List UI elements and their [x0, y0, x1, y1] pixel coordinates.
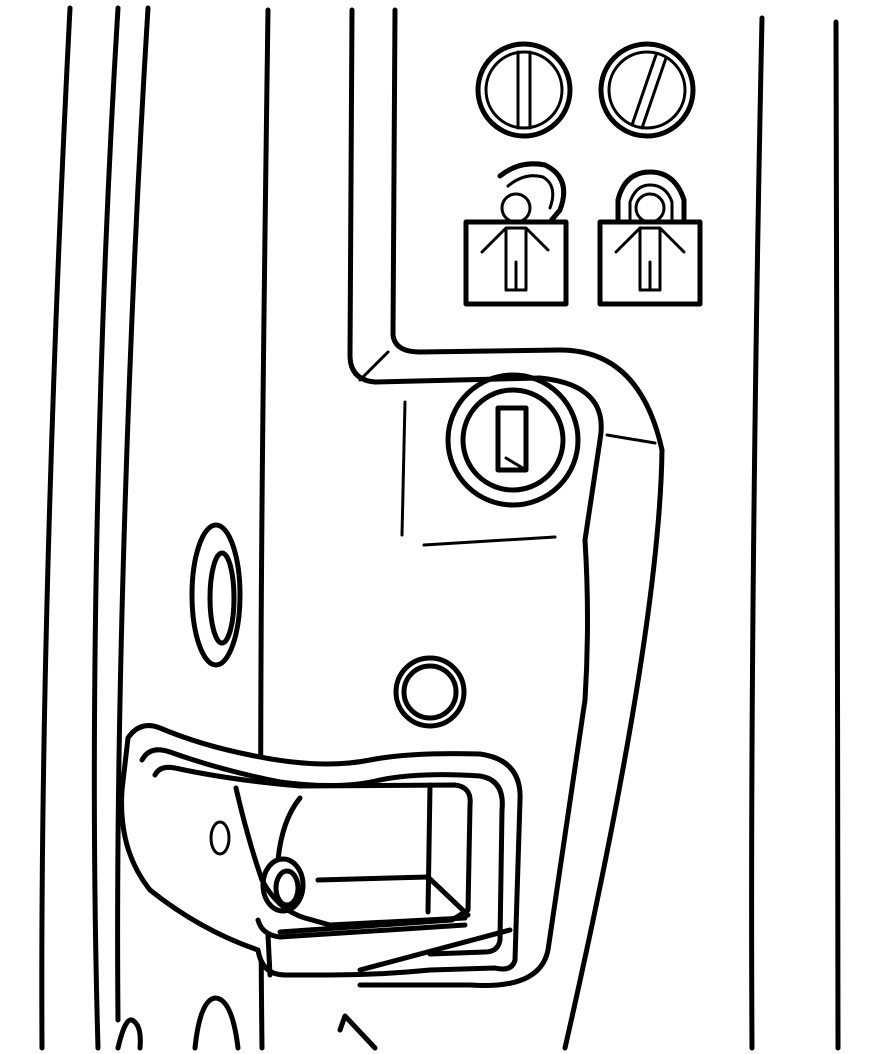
- body-frame-lines: [39, 5, 151, 1051]
- child-lock-locked-icon: [597, 169, 703, 307]
- door-grommet-lower: [115, 995, 241, 1051]
- door-grommet-upper: [189, 522, 243, 668]
- lock-position-diagonal-icon: [598, 41, 696, 139]
- child-lock-unlocked-icon: [463, 161, 569, 307]
- lock-position-vertical-icon: [475, 41, 573, 139]
- door-latch-icon: [119, 723, 523, 978]
- door-bolt-hole: [393, 655, 467, 729]
- key-slot-icon: [445, 372, 581, 508]
